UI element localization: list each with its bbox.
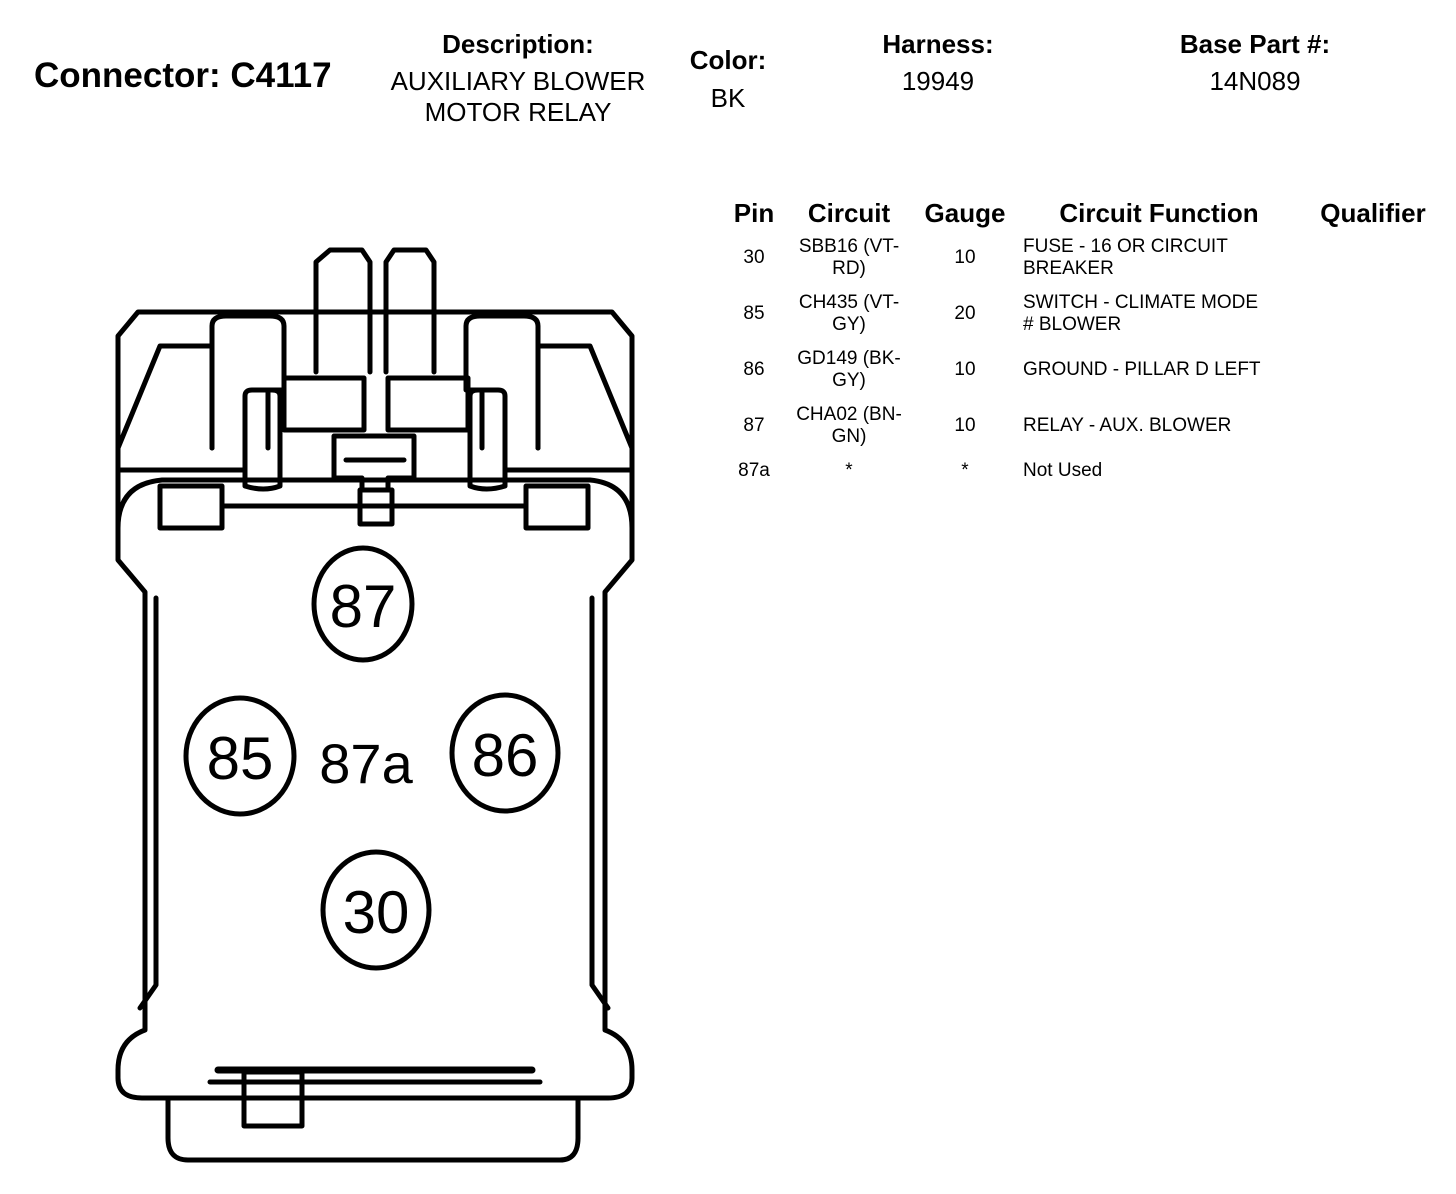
table-row: 87a * * Not Used [725,454,1443,488]
relay-left-rail [137,595,159,1011]
relay-top-housing [115,309,635,531]
circuit-line: GY) [832,314,866,335]
cell-function: Not Used [1015,454,1303,488]
housing-foot-right [523,483,591,531]
function-line: RELAY - AUX. BLOWER [1023,415,1232,436]
pin-table: Pin Circuit Gauge Circuit Function Quali… [725,196,1443,488]
circuit-line: GD149 (BK- [797,348,901,369]
connector-title: Connector: C4117 [34,56,332,95]
col-header-gauge: Gauge [924,197,1006,228]
pin-86-label: 86 [472,722,539,789]
function-line: BREAKER [1023,258,1114,279]
table-row: 85 CH435 (VT-GY) 20 SWITCH - CLIMATE MOD… [725,286,1443,342]
color-label: Color: [689,45,767,75]
harness-label: Harness: [882,29,994,59]
circuit-line: * [845,460,853,481]
cell-pin: 86 [743,359,765,380]
circuit-line: CHA02 (BN- [796,404,902,425]
circuit-line: SBB16 (VT- [798,236,900,257]
col-header-qualifier: Qualifier [1320,197,1426,228]
cell-pin: 30 [743,247,765,268]
pin-87-circle [311,545,415,663]
table-row: 30 SBB16 (VT-RD) 10 FUSE - 16 OR CIRCUIT… [725,230,1443,286]
pin-85-callout: 85 [183,695,297,817]
pin-87-label: 87 [330,573,397,640]
terminal-block-right [385,375,471,433]
table-header-row: Pin Circuit Gauge Circuit Function Quali… [725,196,1443,230]
pin-30-label: 30 [343,879,410,946]
pin-86-circle [449,692,561,814]
cell-function: RELAY - AUX. BLOWER [1015,398,1303,454]
cell-gauge: 20 [954,303,976,324]
description-line1: AUXILIARY BLOWER [390,66,646,96]
cell-function: GROUND - PILLAR D LEFT [1015,342,1303,398]
cell-pin: 85 [743,303,765,324]
function-line: SWITCH - CLIMATE MODE [1023,292,1259,313]
cell-gauge: 10 [954,415,976,436]
cell-gauge: 10 [954,359,976,380]
function-line: GROUND - PILLAR D LEFT [1023,359,1261,380]
cell-circuit: CHA02 (BN-GN) [783,398,915,454]
housing-band-right [535,343,635,451]
cell-pin: 87a [738,460,770,481]
cell-circuit: GD149 (BK-GY) [783,342,915,398]
housing-band-left [115,343,215,451]
right-cover [463,313,541,451]
cell-circuit: CH435 (VT-GY) [783,286,915,342]
terminal-right [383,247,437,375]
cell-circuit: SBB16 (VT-RD) [783,230,915,286]
description-line2: MOTOR RELAY [424,97,612,127]
circuit-line: GY) [832,370,866,391]
function-line: Not Used [1023,460,1103,481]
base-part-value: 14N089 [1209,66,1301,96]
table-row: 87 CHA02 (BN-GN) 10 RELAY - AUX. BLOWER [725,398,1443,454]
left-cover [209,313,287,451]
cell-circuit: * [783,454,915,488]
circuit-line: CH435 (VT- [798,292,900,313]
cell-pin: 87 [743,415,765,436]
cell-gauge: * [961,460,969,481]
col-header-circuit: Circuit [807,197,891,228]
description-label: Description: [442,29,594,59]
cell-gauge: 10 [954,247,976,268]
terminal-left [313,247,373,375]
circuit-line: GN) [831,426,867,447]
circuit-line: RD) [832,258,866,279]
relay-right-rail [589,595,611,1011]
pin-30-circle [320,849,432,971]
latch-left [242,387,283,492]
pin-85-label: 85 [207,725,274,792]
function-line: FUSE - 16 OR CIRCUIT [1023,236,1228,257]
col-header-circuit-function: Circuit Function [1059,197,1259,228]
color-value: BK [710,83,746,113]
pin-30-callout: 30 [320,849,432,971]
latch-right [467,387,508,492]
terminal-block-left [281,375,367,433]
harness-value: 19949 [901,66,975,96]
pin-85-circle [183,695,297,817]
col-header-pin: Pin [733,197,775,228]
base-tab [241,1069,305,1129]
pin-86-callout: 86 [449,692,561,814]
cell-function: SWITCH - CLIMATE MODE# BLOWER [1015,286,1303,342]
base-part-label: Base Part #: [1179,29,1331,59]
pin-87-callout: 87 [311,545,415,663]
pin-87a-label: 87a [319,732,413,795]
relay-base [165,1095,581,1163]
table-row: 86 GD149 (BK-GY) 10 GROUND - PILLAR D LE… [725,342,1443,398]
function-line: # BLOWER [1023,314,1122,335]
housing-foot-left [157,483,225,531]
